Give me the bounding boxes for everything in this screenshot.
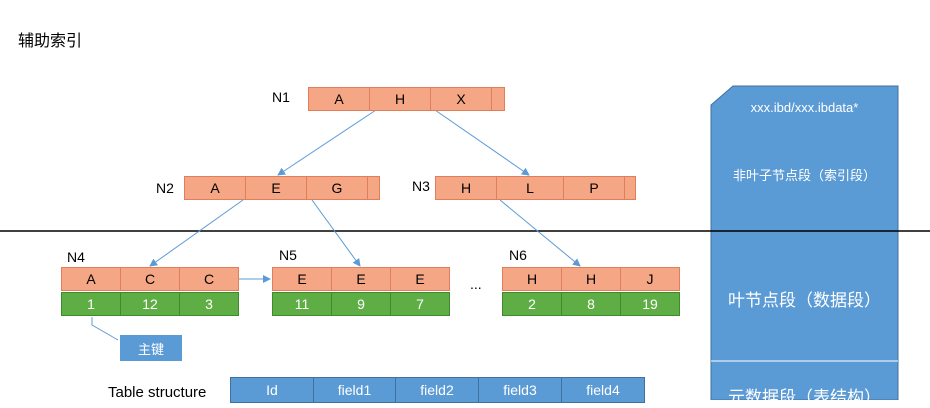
node-n4-value: 12 — [120, 292, 180, 316]
node-n5-key: E — [390, 267, 450, 291]
node-n3-key: H — [435, 176, 497, 200]
node-n2-key: A — [184, 176, 246, 200]
node-n4-label: N4 — [67, 249, 85, 265]
storage-panel — [710, 85, 899, 400]
ellipsis: ... — [470, 276, 482, 292]
node-n6-key: H — [502, 267, 562, 291]
node-n6-keys: H H J — [502, 267, 680, 291]
panel-leaf-segment: 叶节点段（数据段） — [728, 291, 881, 310]
node-n6-value: 8 — [561, 292, 621, 316]
pk-callout-leader — [91, 317, 119, 341]
node-n2-pointer — [367, 176, 380, 200]
edge-n1-n2 — [277, 109, 377, 176]
node-n3: H L P — [435, 176, 636, 200]
node-n4-key: C — [120, 267, 180, 291]
edge-n2-n5 — [311, 199, 361, 267]
node-n5-value: 11 — [272, 292, 332, 316]
node-n5-key: E — [272, 267, 332, 291]
edge-n3-n6 — [499, 199, 581, 267]
node-n4-value: 3 — [179, 292, 239, 316]
panel-meta-segment: 元数据段（表结构） — [728, 388, 881, 407]
node-n6-label: N6 — [509, 247, 527, 263]
node-n1-key: H — [369, 87, 431, 111]
node-n5-keys: E E E — [272, 267, 450, 291]
node-n2-label: N2 — [156, 180, 174, 196]
primary-key-callout: 主键 — [120, 335, 182, 361]
node-n3-label: N3 — [412, 178, 430, 194]
node-n2-key: G — [306, 176, 368, 200]
table-structure-fields: Id field1 field2 field3 field4 — [230, 377, 645, 403]
node-n2: A E G — [184, 176, 380, 200]
page-title: 辅助索引 — [18, 33, 83, 50]
node-n5-values: 11 9 7 — [272, 292, 450, 316]
node-n3-key: L — [496, 176, 564, 200]
panel-non-leaf-segment: 非叶子节点段（索引段） — [732, 168, 876, 183]
node-n2-key: E — [245, 176, 307, 200]
edge-n1-n3 — [434, 109, 530, 176]
table-field: Id — [230, 377, 314, 403]
node-n1-key: A — [308, 87, 370, 111]
node-n3-pointer — [624, 176, 636, 200]
node-n3-key: P — [563, 176, 625, 200]
node-n5-value: 7 — [390, 292, 450, 316]
node-n6-values: 2 8 19 — [502, 292, 680, 316]
node-n4-key: A — [61, 267, 121, 291]
node-n1-label: N1 — [272, 89, 290, 105]
node-n6-key: J — [620, 267, 680, 291]
node-n6-value: 2 — [502, 292, 562, 316]
table-field: field1 — [313, 377, 396, 403]
node-n6-key: H — [561, 267, 621, 291]
node-n4-values: 1 12 3 — [61, 292, 239, 316]
node-n4-value: 1 — [61, 292, 121, 316]
table-field: field2 — [395, 377, 479, 403]
edge-n2-n4 — [149, 199, 244, 267]
table-field: field3 — [478, 377, 562, 403]
table-field: field4 — [561, 377, 645, 403]
panel-file-name: xxx.ibd/xxx.ibdata* — [750, 100, 859, 115]
node-n6-value: 19 — [620, 292, 680, 316]
node-n4-key: C — [179, 267, 239, 291]
node-n5-key: E — [331, 267, 391, 291]
node-n1: A H X — [308, 87, 505, 111]
node-n5-value: 9 — [331, 292, 391, 316]
node-n1-pointer — [491, 87, 505, 111]
node-n4-keys: A C C — [61, 267, 239, 291]
node-n1-key: X — [430, 87, 492, 111]
node-n5-label: N5 — [279, 247, 297, 263]
table-structure-label: Table structure — [108, 384, 207, 401]
